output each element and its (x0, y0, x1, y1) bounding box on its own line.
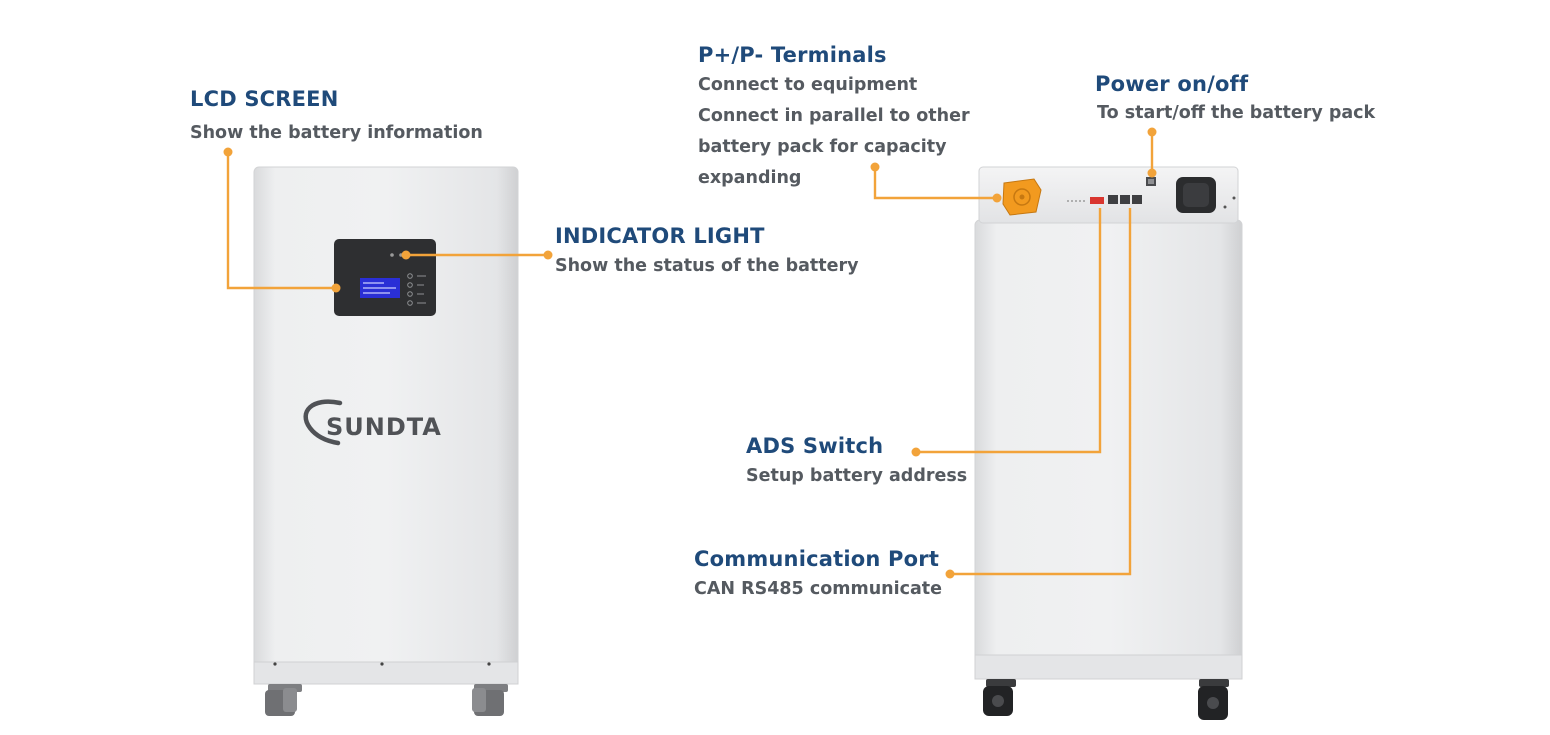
terminals-description-line: Connect in parallel to other (698, 106, 970, 126)
terminals-description-line: expanding (698, 168, 802, 188)
pp-terminal-connector (1002, 178, 1042, 216)
lcd-screen-title: LCD SCREEN (190, 87, 339, 111)
panel-buttons (407, 273, 426, 306)
power-title: Power on/off (1095, 72, 1249, 96)
terminals-description-line: Connect to equipment (698, 75, 918, 95)
comm-port-title: Communication Port (694, 547, 940, 571)
terminals-description: Connect to equipment Connect in parallel… (698, 70, 970, 194)
power-description: To start/off the battery pack (1097, 103, 1376, 123)
lcd-screen-description: Show the battery information (190, 123, 483, 143)
terminals-title: P+/P- Terminals (698, 43, 887, 67)
output-connector (1176, 177, 1216, 213)
right-caster (1198, 679, 1229, 720)
control-panel (334, 239, 436, 316)
left-caster (265, 684, 302, 716)
lcd-leader-line (226, 152, 336, 290)
lcd-display (360, 278, 400, 298)
power-switch (1146, 177, 1156, 186)
ads-switch-description: Setup battery address (746, 466, 968, 486)
brand-logo: SUNDTA (303, 399, 442, 446)
communication-ports (1108, 195, 1142, 204)
brand-logo-wordmark: SUNDTA (326, 413, 442, 441)
right-caster (472, 684, 508, 716)
ads-switch-title: ADS Switch (746, 434, 884, 458)
left-battery-cabinet: SUNDTA (253, 166, 519, 716)
terminals-description-line: battery pack for capacity (698, 137, 947, 157)
ads-switch (1067, 197, 1104, 204)
right-battery-cabinet (974, 166, 1243, 720)
comm-port-description: CAN RS485 communicate (694, 579, 943, 599)
callout-lines (223, 127, 1157, 579)
ads-leader-line (916, 208, 1102, 454)
indicator-light-description: Show the status of the battery (555, 256, 859, 276)
terminals-leader-line (873, 167, 997, 200)
left-caster (983, 679, 1016, 716)
indicator-light-title: INDICATOR LIGHT (555, 224, 765, 248)
comm-leader-line (950, 208, 1132, 576)
